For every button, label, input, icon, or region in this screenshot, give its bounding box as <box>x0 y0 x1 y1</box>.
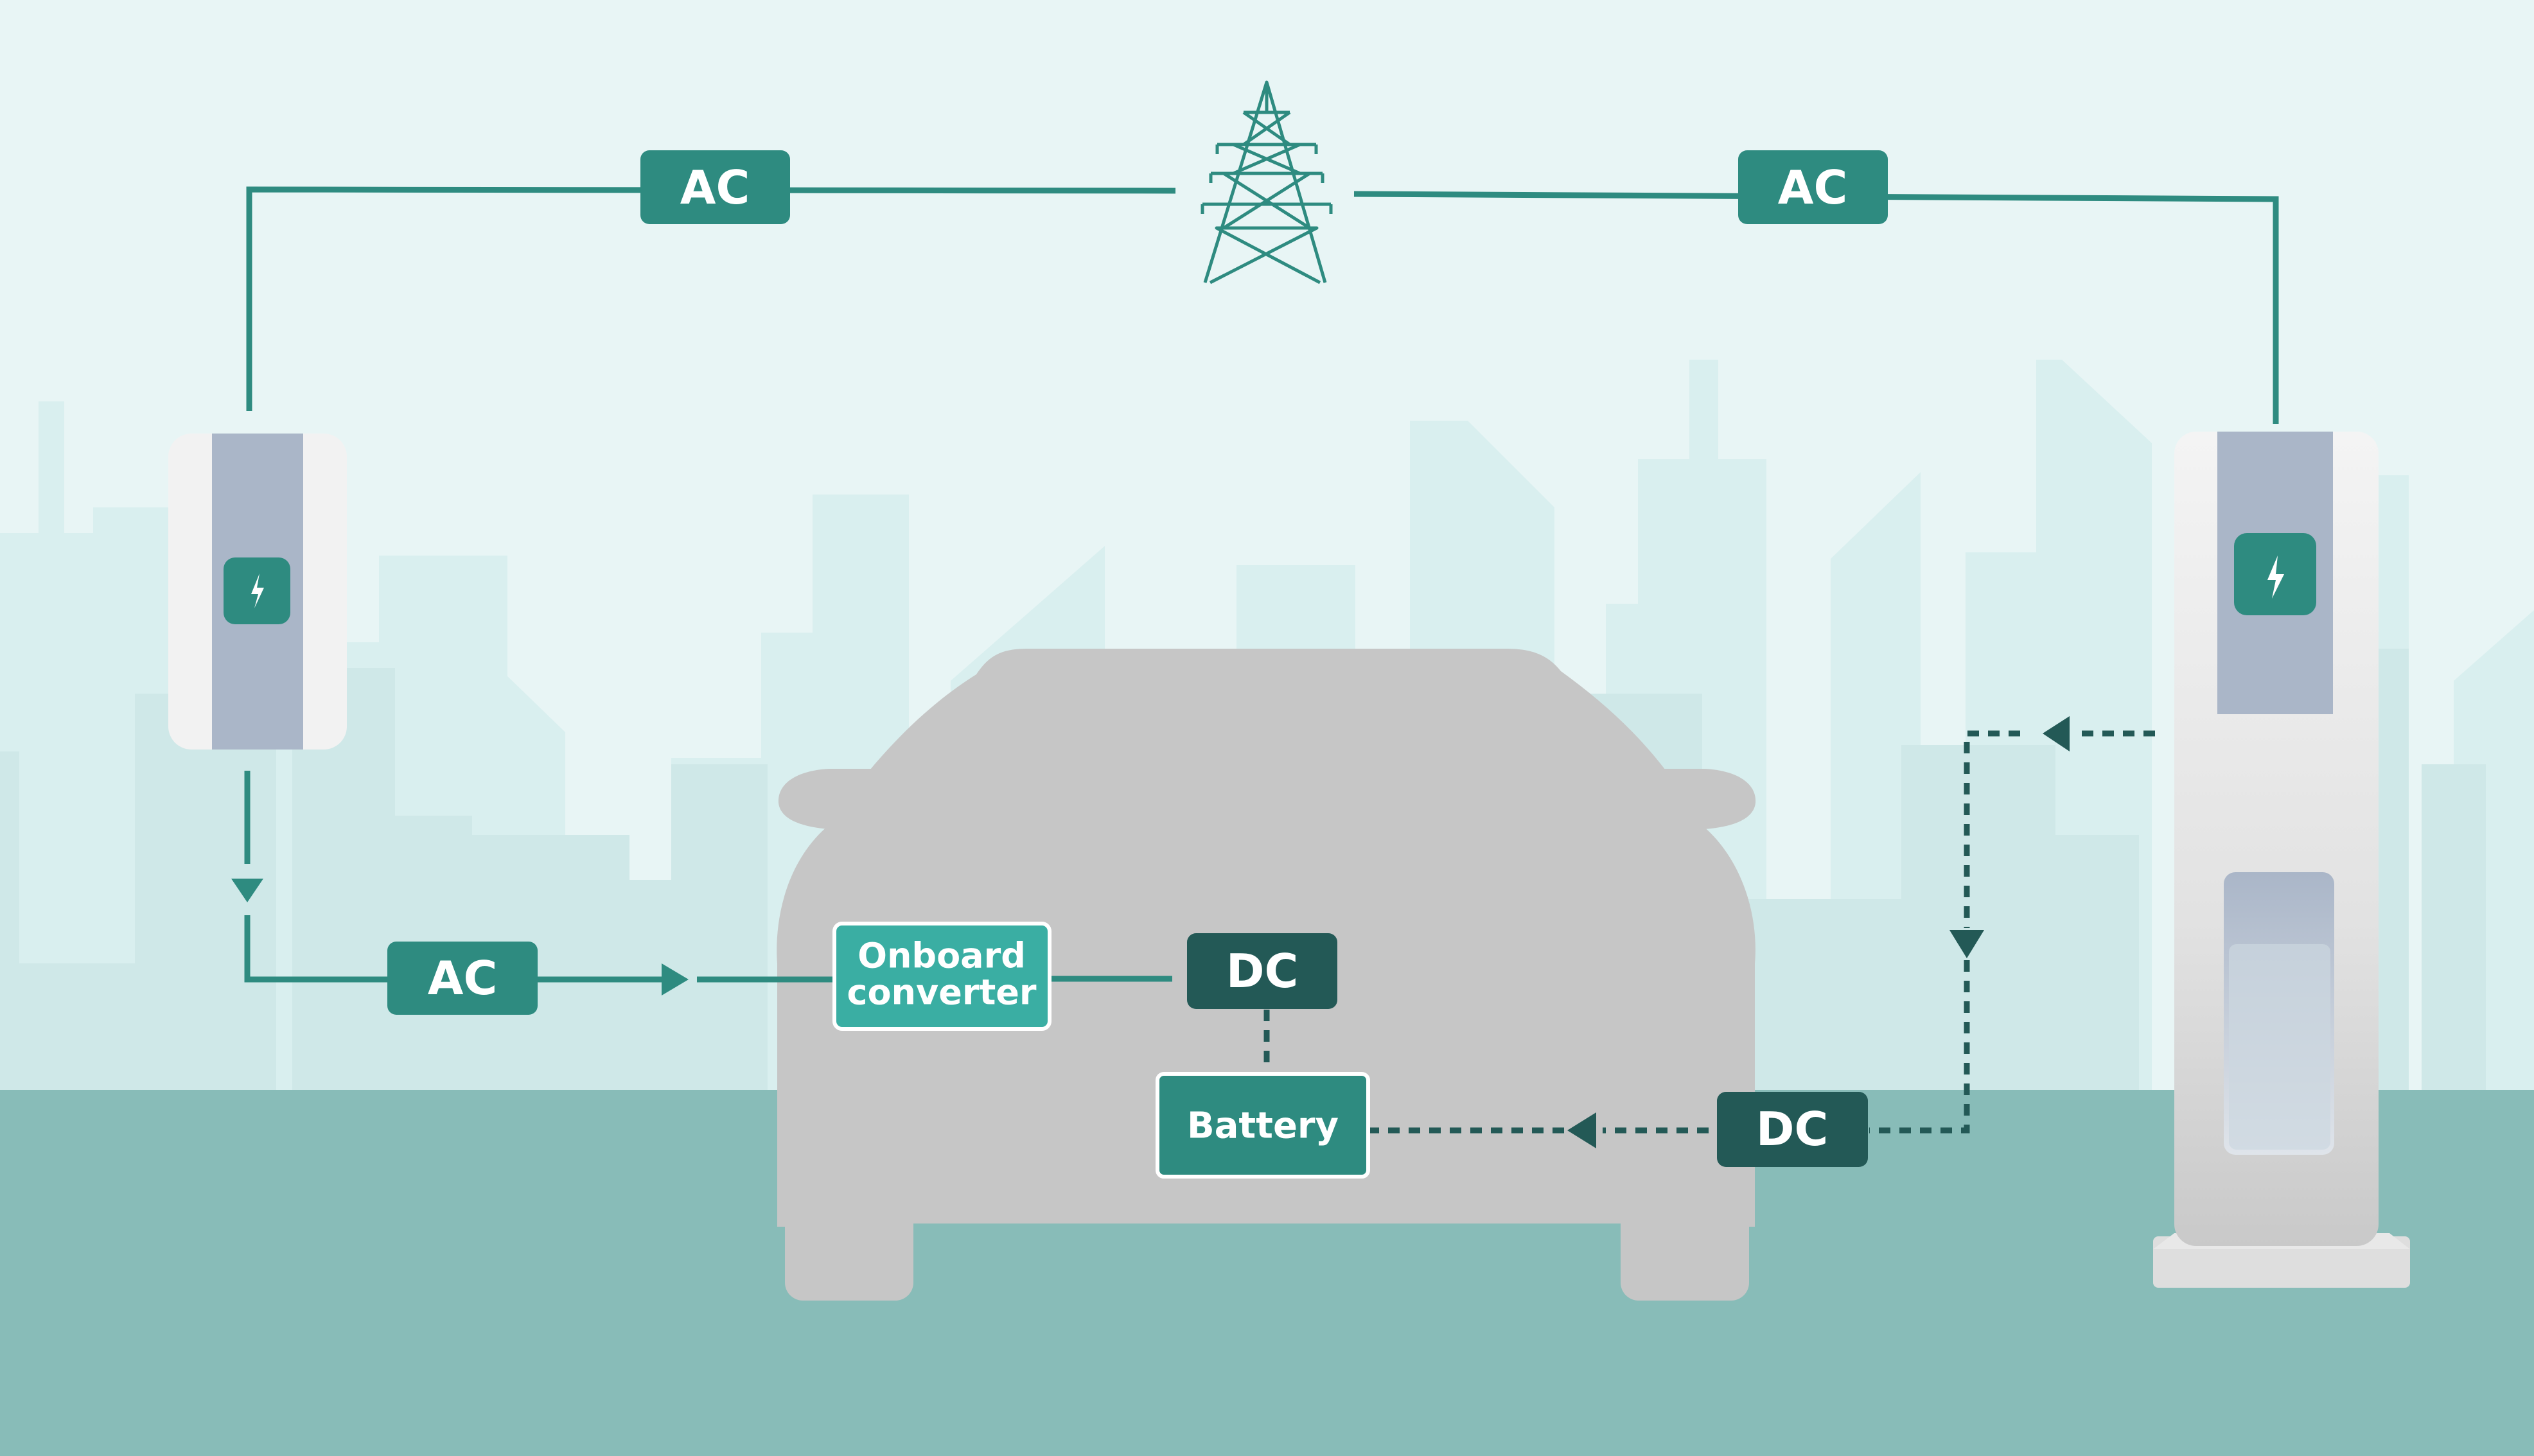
dc-charging-station <box>2153 432 2410 1288</box>
arrow-down-icon <box>1949 930 1984 958</box>
wall-charger <box>168 434 347 750</box>
ac-label-top-right: AC <box>1738 150 1888 224</box>
svg-text:AC: AC <box>680 161 750 215</box>
arrow-left-icon <box>1567 1112 1596 1148</box>
svg-text:Battery: Battery <box>1187 1105 1339 1147</box>
battery-box: Battery <box>1156 1072 1370 1179</box>
dc-label-car: DC <box>1187 933 1337 1009</box>
svg-text:DC: DC <box>1226 944 1299 998</box>
transmission-tower-icon <box>1201 80 1333 285</box>
arrow-down-icon <box>231 879 263 902</box>
arrow-right-icon <box>662 963 689 996</box>
svg-text:converter: converter <box>847 972 1036 1013</box>
dc-flow-station-to-battery <box>1263 730 2155 1134</box>
grid-power-lines <box>246 186 2279 424</box>
lightning-bolt-icon <box>251 574 264 608</box>
svg-text:DC: DC <box>1756 1102 1829 1156</box>
arrow-left-icon <box>2043 716 2070 751</box>
ac-label-bottom: AC <box>387 942 538 1015</box>
svg-text:AC: AC <box>1778 161 1848 215</box>
svg-text:Onboard: Onboard <box>858 936 1026 976</box>
svg-text:AC: AC <box>428 951 498 1005</box>
lightning-bolt-icon <box>2267 556 2284 599</box>
onboard-converter-box: Onboard converter <box>832 922 1051 1031</box>
ac-label-top-left: AC <box>640 150 790 224</box>
dc-label-right: DC <box>1717 1092 1868 1167</box>
